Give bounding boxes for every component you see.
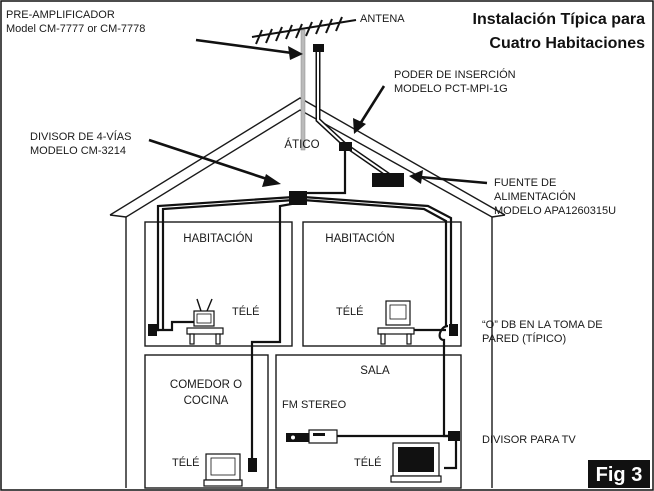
room-label-bedroom-right: HABITACIÓN: [325, 232, 394, 245]
figure-badge-label: Fig 3: [596, 464, 643, 486]
room-bedroom-left: [144, 221, 293, 347]
label-preamp-line2: Model CM-7777 or CM-7778: [6, 23, 145, 35]
title-line1: Instalación Típica para: [473, 11, 646, 28]
label-power-supply-line2: ALIMENTACIÓN: [494, 190, 576, 203]
house-outline: [109, 97, 506, 489]
wall-outlet-dining: [248, 458, 257, 472]
tv-left-bedroom-icon: [186, 298, 224, 345]
room-label-attic: ÁTICO: [284, 138, 319, 151]
tv-splitter-box: [448, 431, 460, 441]
title-line2: Cuatro Habitaciones: [489, 35, 645, 52]
tv-living-icon: [390, 442, 442, 483]
label-power-supply-line1: FUENTE DE: [494, 177, 556, 189]
preamplifier-box: [313, 44, 324, 52]
tv-label-bedroom-left: TÉLÉ: [232, 305, 260, 318]
label-outlet-line1: “O” DB EN LA TOMA DE: [482, 319, 603, 331]
four-way-splitter-box: [289, 191, 307, 205]
tv-label-dining: TÉLÉ: [172, 456, 200, 469]
label-power-inserter-line1: PODER DE INSERCIÓN: [394, 68, 516, 81]
figure-badge: [588, 460, 650, 488]
room-label-dining-line2: COCINA: [184, 395, 229, 407]
label-power-supply-line3: MODELO APA1260315U: [494, 205, 616, 217]
power-supply-box: [372, 173, 404, 187]
wall-outlet-left-bedroom: [148, 324, 157, 336]
label-power-inserter-line2: MODELO PCT-MPI-1G: [394, 83, 508, 95]
power-inserter-box: [339, 142, 352, 151]
label-splitter-line2: MODELO CM-3214: [30, 145, 126, 157]
tv-right-bedroom-icon: [377, 300, 415, 345]
room-label-bedroom-left: HABITACIÓN: [183, 232, 252, 245]
label-outlet-line2: PARED (TÍPICO): [482, 332, 566, 345]
room-label-living: SALA: [360, 365, 390, 377]
annotation-arrows: [148, 38, 488, 187]
room-dining: [144, 354, 269, 489]
label-fm-stereo: FM STEREO: [282, 399, 347, 411]
room-label-dining-line1: COMEDOR O: [170, 379, 242, 391]
label-preamp-line1: PRE-AMPLIFICADOR: [6, 9, 115, 21]
room-living: [275, 354, 462, 489]
antenna-icon: [251, 16, 357, 151]
fm-stereo-icon: [286, 429, 338, 444]
tv-dining-icon: [203, 453, 243, 487]
room-bedroom-right: [302, 221, 462, 347]
tv-label-bedroom-right: TÉLÉ: [336, 305, 364, 318]
label-splitter-line1: DIVISOR DE 4-VÍAS: [30, 130, 131, 143]
wall-outlet-right-bedroom: [449, 324, 458, 336]
label-tv-splitter: DIVISOR PARA TV: [482, 434, 576, 446]
label-antenna: ANTENA: [360, 13, 405, 25]
tv-label-living: TÉLÉ: [354, 456, 382, 469]
